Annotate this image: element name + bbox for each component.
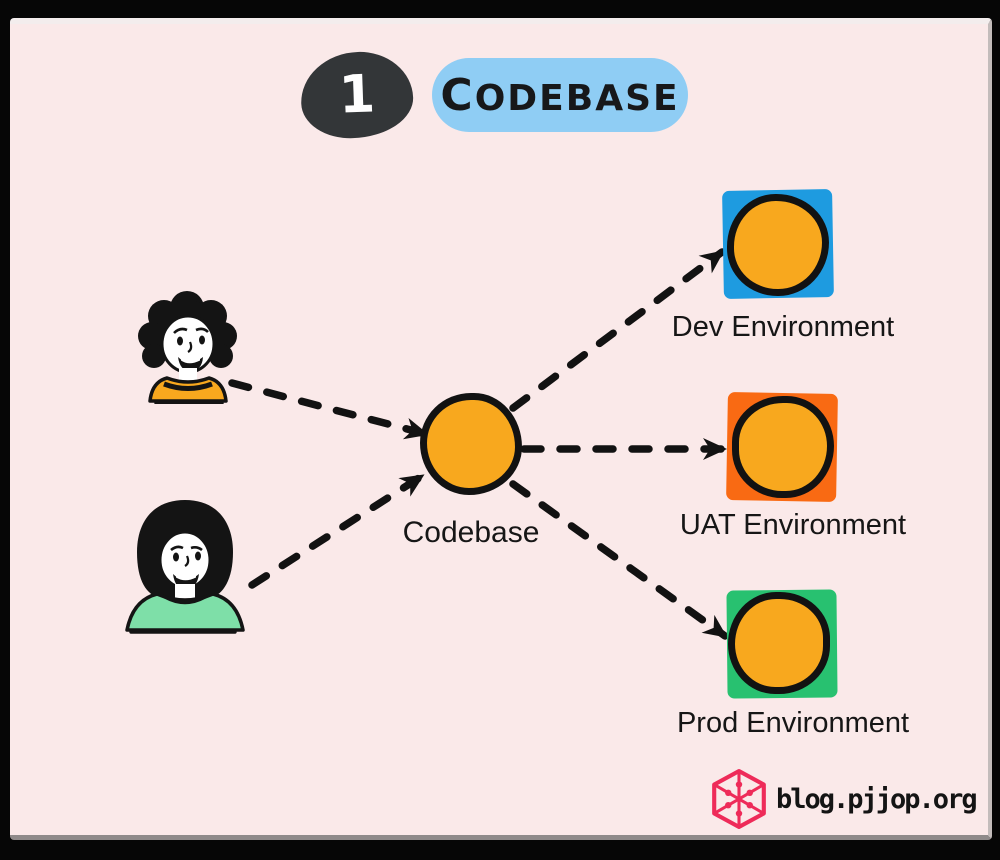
site-watermark: blog.pjjop.org (776, 784, 978, 815)
uat-environment-node (732, 396, 834, 498)
arrow-codebase-to-prod (509, 480, 729, 640)
arrow-codebase-to-dev (509, 248, 726, 412)
arrow-developer1-to-codebase (228, 379, 430, 440)
title-pill: Codebase (432, 58, 688, 132)
uat-environment-label: UAT Environment (679, 509, 907, 541)
codebase-node-label: Codebase (402, 516, 540, 549)
whiteboard-canvas: 1 Codebase (10, 18, 992, 840)
arrow-developer2-to-codebase (248, 472, 426, 589)
page-title: Codebase (440, 69, 680, 121)
blog-logo-icon (712, 769, 766, 829)
dev-environment-node (727, 194, 829, 296)
codebase-node (420, 393, 522, 495)
prod-environment-node (728, 592, 830, 694)
developer-1-icon (138, 291, 237, 404)
prod-environment-label: Prod Environment (676, 707, 910, 739)
developer-2-icon (125, 500, 245, 634)
connection-arrows (228, 248, 729, 640)
dev-environment-label: Dev Environment (671, 311, 895, 343)
